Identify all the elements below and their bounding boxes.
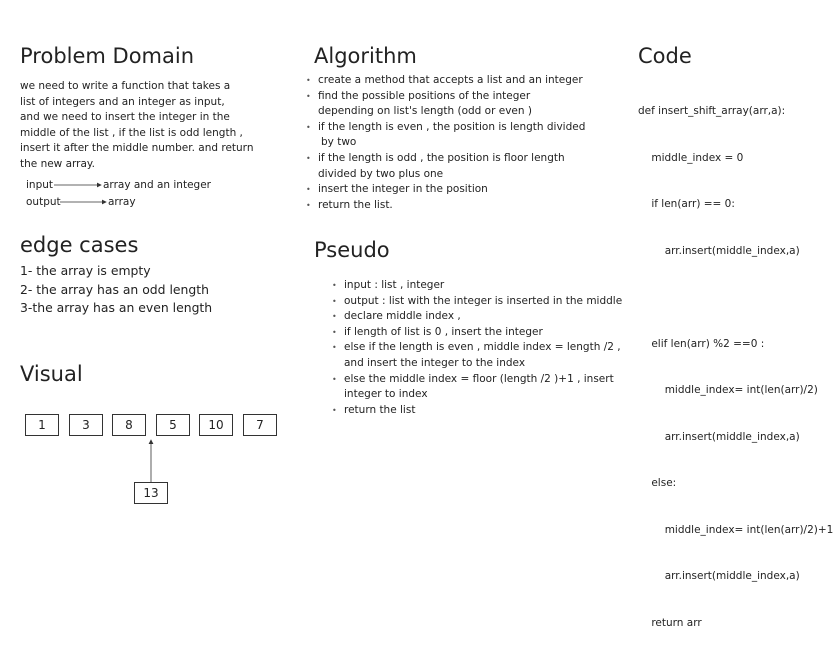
problem-domain-line: we need to write a function that takes a <box>20 80 231 92</box>
problem-domain-line: list of integers and an integer as input… <box>20 95 225 108</box>
pseudo-item: declare middle index , <box>332 309 622 325</box>
algorithm-heading: Algorithm <box>314 44 417 68</box>
pseudo-item: input : list , integer <box>332 278 622 294</box>
array-cell: 1 <box>25 414 59 436</box>
algorithm-line: create a method that accepts a list and … <box>318 74 583 86</box>
pseudo-item: else if the length is even , middle inde… <box>332 340 622 371</box>
algorithm-line: return the list. <box>318 198 393 211</box>
pseudo-line: declare middle index , <box>344 310 461 323</box>
algorithm-line: depending on list's length (odd or even … <box>318 105 532 118</box>
code-line: if len(arr) == 0: <box>638 198 735 210</box>
pseudo-item: return the list <box>332 403 622 419</box>
pseudo-line: if length of list is 0 , insert the inte… <box>344 325 543 338</box>
algorithm-item: return the list. <box>306 198 585 214</box>
pseudo-item: else the middle index = floor (length /2… <box>332 372 622 403</box>
code-block: def insert_shift_array(arr,a): middle_in… <box>638 73 833 647</box>
algorithm-line: find the possible positions of the integ… <box>318 89 531 102</box>
code-line: else: <box>638 477 677 489</box>
algorithm-list: create a method that accepts a list and … <box>306 73 586 214</box>
pseudo-line: and insert the integer to the index <box>344 356 526 369</box>
array-cell: 7 <box>243 414 277 436</box>
pseudo-list: input : list , integer output : list wit… <box>332 278 623 419</box>
problem-domain-line: middle of the list , if the list is odd … <box>20 126 243 139</box>
input-value: array and an integer <box>103 179 211 191</box>
pseudo-item: output : list with the integer is insert… <box>332 294 623 310</box>
output-label: output <box>26 196 61 208</box>
code-line: arr.insert(middle_index,a) <box>638 570 800 582</box>
inserted-value-box: 13 <box>134 482 168 504</box>
code-heading: Code <box>638 44 692 68</box>
array-cell: 10 <box>199 414 233 436</box>
code-line: middle_index = 0 <box>638 151 744 164</box>
pseudo-line: return the list <box>344 403 416 416</box>
edge-case-item: 3-the array has an even length <box>20 300 213 315</box>
problem-domain-heading: Problem Domain <box>20 44 195 68</box>
algorithm-item: create a method that accepts a list and … <box>306 73 585 89</box>
edge-cases-heading: edge cases <box>20 233 139 257</box>
edge-cases-list: 1- the array is empty 2- the array has a… <box>20 262 212 318</box>
code-line: return arr <box>638 616 702 629</box>
algorithm-line: insert the integer in the position <box>318 183 488 196</box>
pseudo-heading: Pseudo <box>314 238 390 262</box>
algorithm-line: by two <box>321 136 357 149</box>
algorithm-item: if the length is odd , the position is f… <box>306 151 585 182</box>
algorithm-line: divided by two plus one <box>318 167 444 180</box>
algorithm-line: if the length is even , the position is … <box>318 120 586 133</box>
pseudo-line: output : list with the integer is insert… <box>344 294 623 307</box>
input-label: input <box>26 179 54 191</box>
pseudo-line: else the middle index = floor (length /2… <box>344 372 614 385</box>
code-line: arr.insert(middle_index,a) <box>638 244 800 257</box>
code-line: middle_index= int(len(arr)/2) <box>638 384 818 396</box>
algorithm-item: find the possible positions of the integ… <box>306 89 585 120</box>
array-cell: 3 <box>69 414 103 436</box>
array-cell: 5 <box>156 414 190 436</box>
edge-case-item: 2- the array has an odd length <box>20 281 209 297</box>
problem-domain-text: we need to write a function that takes a… <box>20 79 253 173</box>
problem-domain-line: insert it after the middle number. and r… <box>20 142 254 155</box>
connector-arrows <box>54 182 154 482</box>
code-line <box>638 290 833 306</box>
pseudo-line: integer to index <box>344 388 428 401</box>
algorithm-line: if the length is odd , the position is f… <box>318 151 565 164</box>
algorithm-item: if the length is even , the position is … <box>306 120 586 151</box>
code-line: arr.insert(middle_index,a) <box>638 430 800 443</box>
output-value: array <box>108 196 136 208</box>
array-cell: 8 <box>112 414 146 436</box>
pseudo-line: input : list , integer <box>344 279 445 291</box>
code-line: elif len(arr) %2 ==0 : <box>638 337 765 350</box>
problem-domain-line: the new array. <box>20 157 95 170</box>
visual-heading: Visual <box>20 362 83 386</box>
code-line: middle_index= int(len(arr)/2)+1 <box>638 523 833 536</box>
algorithm-item: insert the integer in the position <box>306 182 585 198</box>
edge-case-item: 1- the array is empty <box>20 263 151 278</box>
code-line: def insert_shift_array(arr,a): <box>638 105 786 117</box>
pseudo-item: if length of list is 0 , insert the inte… <box>332 325 622 341</box>
pseudo-line: else if the length is even , middle inde… <box>344 341 621 354</box>
problem-domain-line: and we need to insert the integer in the <box>20 111 230 124</box>
